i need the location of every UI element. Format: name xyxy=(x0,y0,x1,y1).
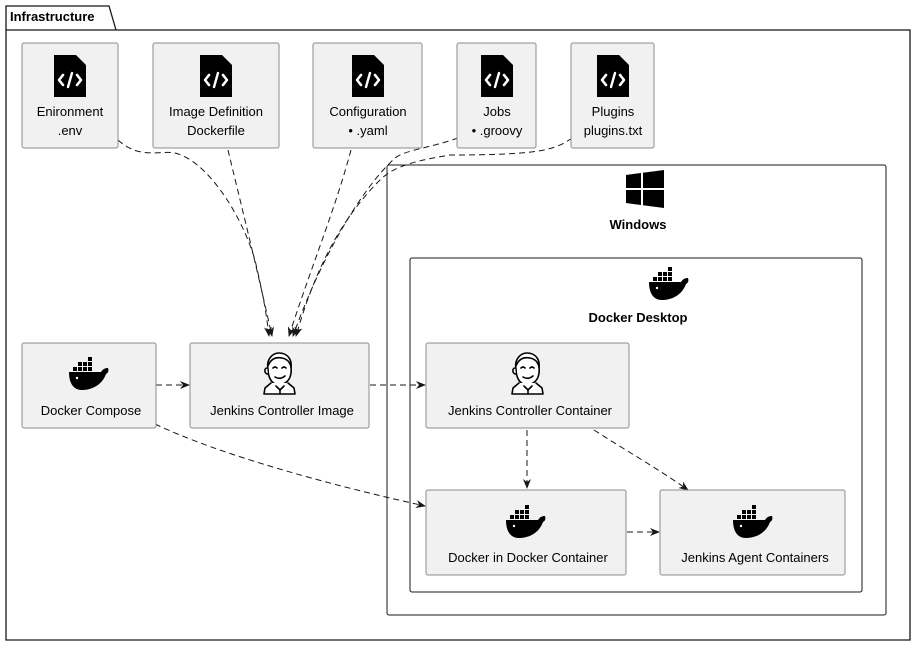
edge-jobs-to-image xyxy=(292,137,459,337)
file-name: • .yaml xyxy=(348,123,387,138)
windows-frame xyxy=(386,164,887,616)
jenkins-butler-icon xyxy=(263,352,296,395)
file-name: • .groovy xyxy=(472,123,523,138)
windows-logo-icon xyxy=(626,170,664,208)
windows-frame-label: Windows xyxy=(610,217,667,232)
package-title: Infrastructure xyxy=(10,9,95,24)
node-label: Docker Compose xyxy=(41,403,141,418)
file-label: Enironment xyxy=(37,104,104,119)
docker-desktop-frame xyxy=(409,257,863,593)
file-node-plugins[interactable]: Plugins plugins.txt xyxy=(570,42,655,149)
file-label: Image Definition xyxy=(169,104,263,119)
edge-config-to-image xyxy=(287,149,352,337)
edge-plugins-to-image xyxy=(294,137,573,337)
file-node-env[interactable]: Enironment .env xyxy=(21,42,119,149)
node-jenkins-controller-image[interactable]: Jenkins Controller Image xyxy=(189,342,370,429)
docker-desktop-frame-label: Docker Desktop xyxy=(589,310,688,325)
node-label: Docker in Docker Container xyxy=(448,550,608,565)
code-file-icon xyxy=(595,53,631,99)
node-label: Jenkins Agent Containers xyxy=(681,550,829,565)
edge-compose-to-dind xyxy=(154,423,426,508)
file-name: Dockerfile xyxy=(187,123,245,138)
file-label: Jobs xyxy=(483,104,511,119)
node-docker-in-docker-container[interactable]: Docker in Docker Container xyxy=(425,489,627,576)
node-jenkins-agent-containers[interactable]: Jenkins Agent Containers xyxy=(659,489,846,576)
package-frame xyxy=(5,29,911,641)
docker-desktop-whale-icon xyxy=(649,267,689,300)
file-name: .env xyxy=(58,123,83,138)
node-jenkins-controller-container[interactable]: Jenkins Controller Container xyxy=(425,342,630,429)
edge-dockerfile-to-image xyxy=(227,149,274,337)
edge-env-to-image xyxy=(117,139,272,337)
file-node-dockerfile[interactable]: Image Definition Dockerfile xyxy=(152,42,280,149)
jenkins-butler-icon xyxy=(511,352,544,395)
code-file-icon xyxy=(350,53,386,99)
node-docker-compose[interactable]: Docker Compose xyxy=(21,342,157,429)
file-node-jobs[interactable]: Jobs • .groovy xyxy=(456,42,537,149)
code-file-icon xyxy=(479,53,515,99)
file-node-config[interactable]: Configuration • .yaml xyxy=(312,42,423,149)
edges xyxy=(117,137,689,536)
code-file-icon xyxy=(52,53,88,99)
file-label: Configuration xyxy=(329,104,406,119)
file-name: plugins.txt xyxy=(584,123,643,138)
node-label: Jenkins Controller Image xyxy=(210,403,354,418)
edge-container-to-agents xyxy=(593,429,689,491)
node-label: Jenkins Controller Container xyxy=(448,403,613,418)
package-tab xyxy=(5,5,117,31)
code-file-icon xyxy=(198,53,234,99)
file-label: Plugins xyxy=(592,104,635,119)
